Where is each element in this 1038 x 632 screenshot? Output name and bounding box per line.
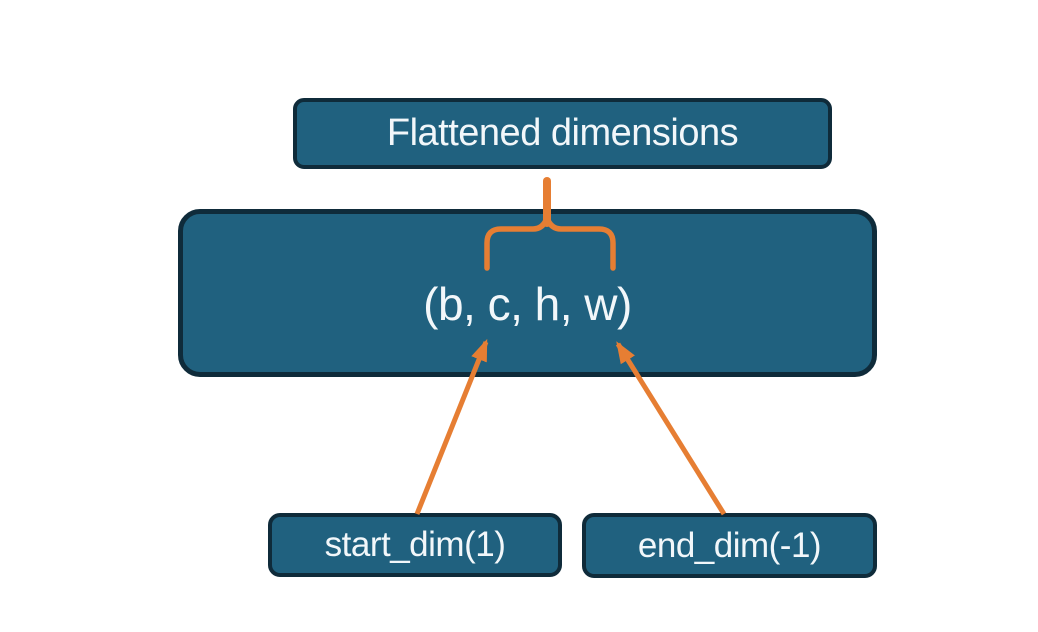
start-dim-box: start_dim(1) bbox=[268, 513, 562, 577]
tensor-shape-label: (b, c, h, w) bbox=[423, 278, 632, 330]
flattened-dimensions-box: Flattened dimensions bbox=[293, 98, 832, 169]
end-dim-label: end_dim(-1) bbox=[637, 525, 822, 565]
end-dim-box: end_dim(-1) bbox=[582, 513, 877, 578]
flattened-dimensions-label: Flattened dimensions bbox=[386, 112, 739, 154]
start-dim-label: start_dim(1) bbox=[324, 525, 506, 564]
tensor-shape-box: (b, c, h, w) bbox=[178, 209, 877, 377]
